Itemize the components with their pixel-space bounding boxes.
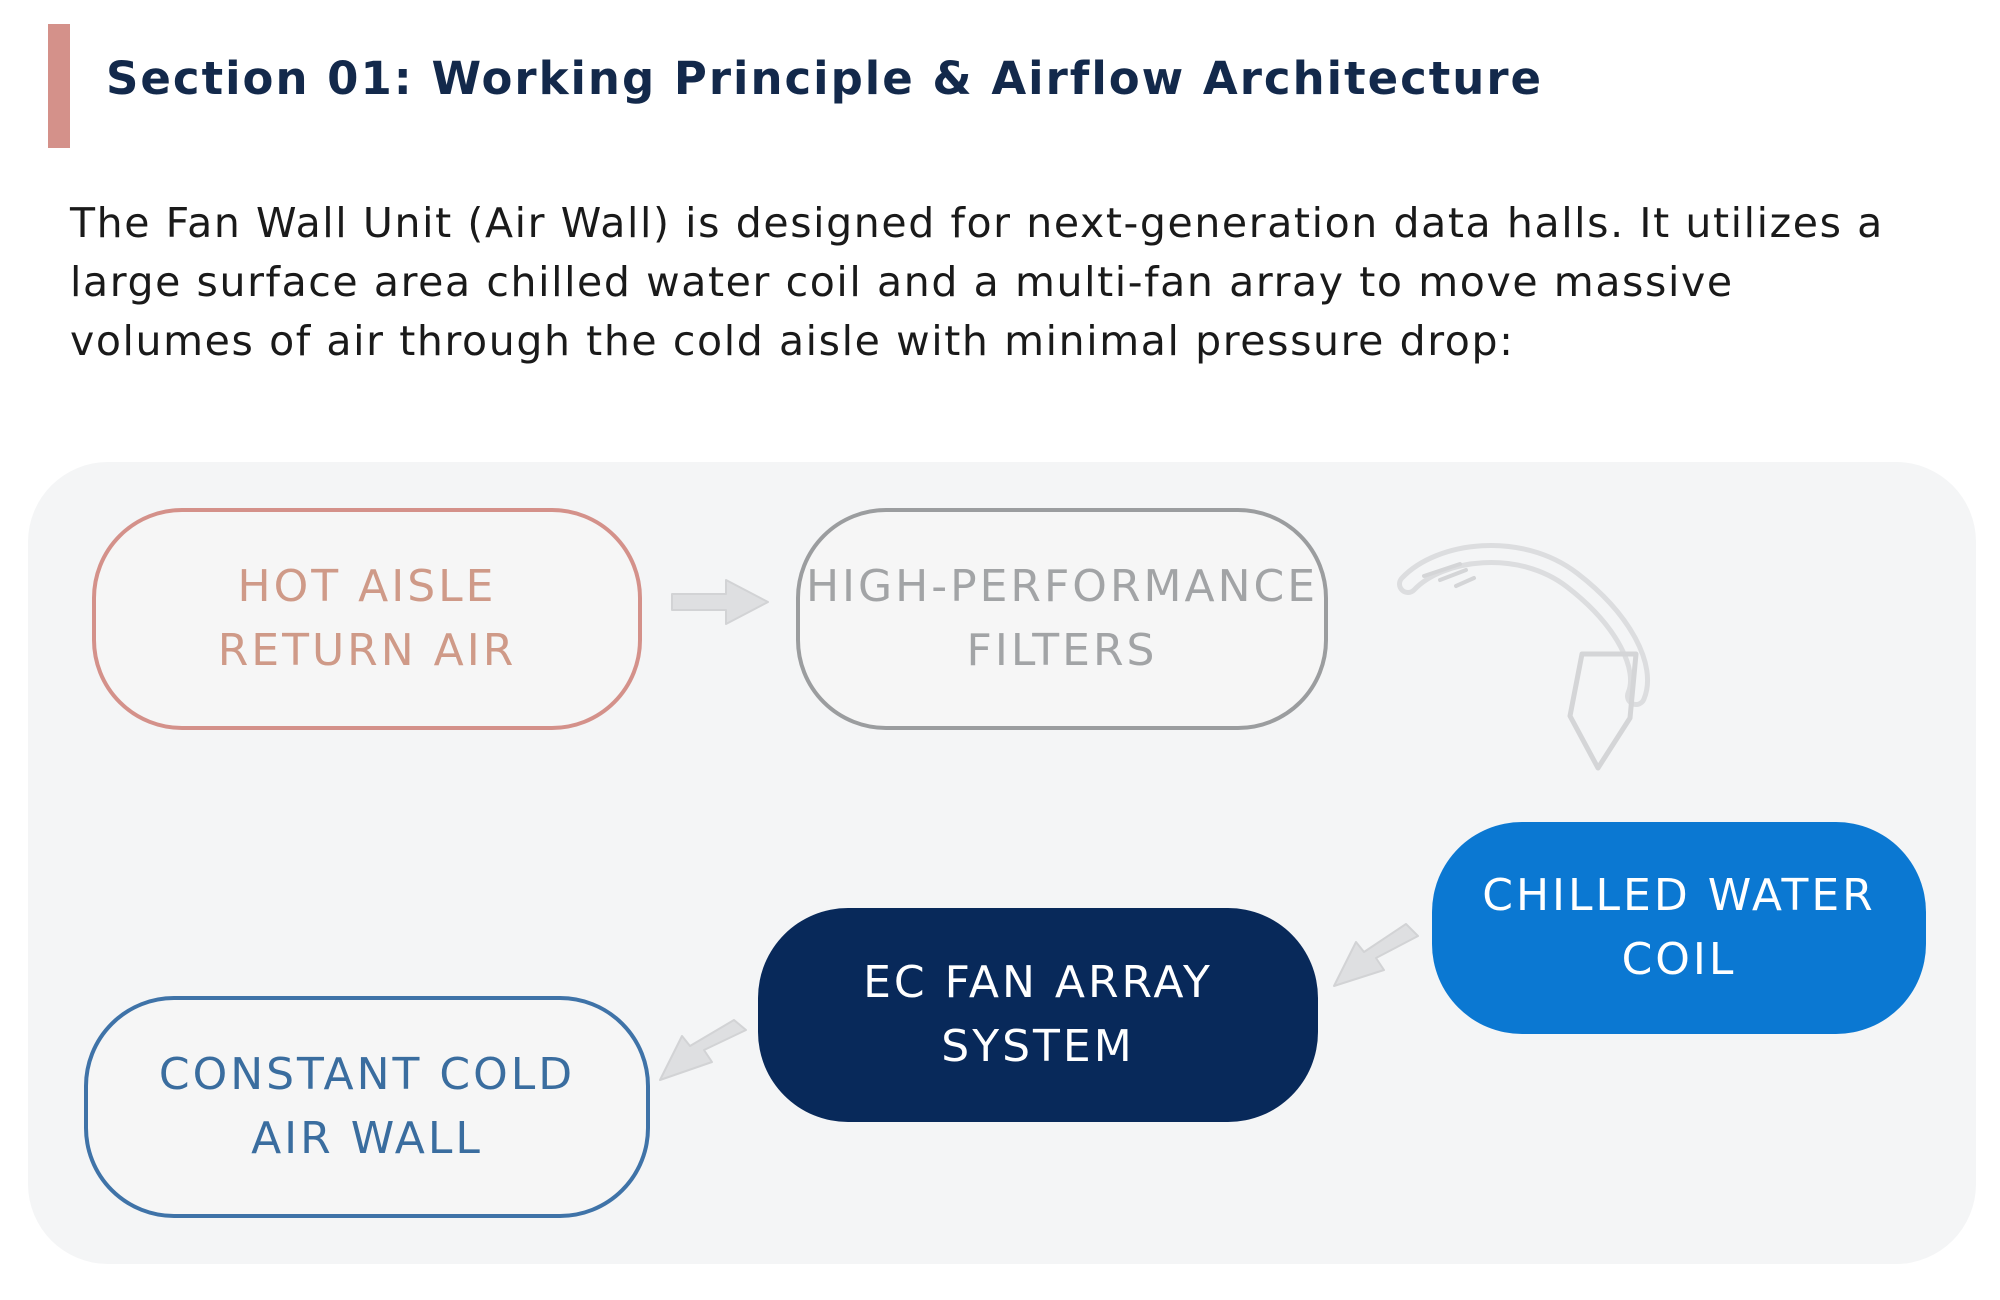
section-title: Section 01: Working Principle & Airflow … <box>106 52 1544 105</box>
node-high-performance-filters: HIGH-PERFORMANCE FILTERS <box>796 508 1328 730</box>
node-fan-line-1: EC FAN ARRAY <box>863 957 1213 1008</box>
section-accent-bar <box>48 24 70 148</box>
node-coil-line-2: COIL <box>1621 934 1737 985</box>
flow-arrow-filters-to-coil <box>1397 543 1651 771</box>
node-fan-line-2: SYSTEM <box>941 1021 1135 1072</box>
node-hot-aisle-return-air: HOT AISLE RETURN AIR <box>92 508 642 730</box>
flow-arrow-hot-to-filters <box>671 579 769 625</box>
intro-line-2: large surface area chilled water coil an… <box>70 258 1734 306</box>
node-hot-aisle-line-1: HOT AISLE <box>237 561 497 612</box>
node-cold-line-1: CONSTANT COLD <box>158 1049 576 1100</box>
node-cold-line-2: AIR WALL <box>251 1113 483 1164</box>
flow-arrow-coil-to-fan <box>1333 923 1419 987</box>
node-coil-line-1: CHILLED WATER <box>1482 870 1876 921</box>
node-filters-line-2: FILTERS <box>966 625 1158 676</box>
node-chilled-water-coil: CHILLED WATER COIL <box>1432 822 1926 1034</box>
intro-line-3: volumes of air through the cold aisle wi… <box>70 317 1515 365</box>
node-filters-line-1: HIGH-PERFORMANCE <box>805 561 1319 612</box>
intro-line-1: The Fan Wall Unit (Air Wall) is designed… <box>70 199 1884 247</box>
node-constant-cold-air-wall: CONSTANT COLD AIR WALL <box>84 996 650 1218</box>
intro-paragraph: The Fan Wall Unit (Air Wall) is designed… <box>70 194 1950 371</box>
node-hot-aisle-line-2: RETURN AIR <box>217 625 517 676</box>
flow-arrow-fan-to-cold <box>659 1019 747 1081</box>
node-ec-fan-array-system: EC FAN ARRAY SYSTEM <box>758 908 1318 1122</box>
